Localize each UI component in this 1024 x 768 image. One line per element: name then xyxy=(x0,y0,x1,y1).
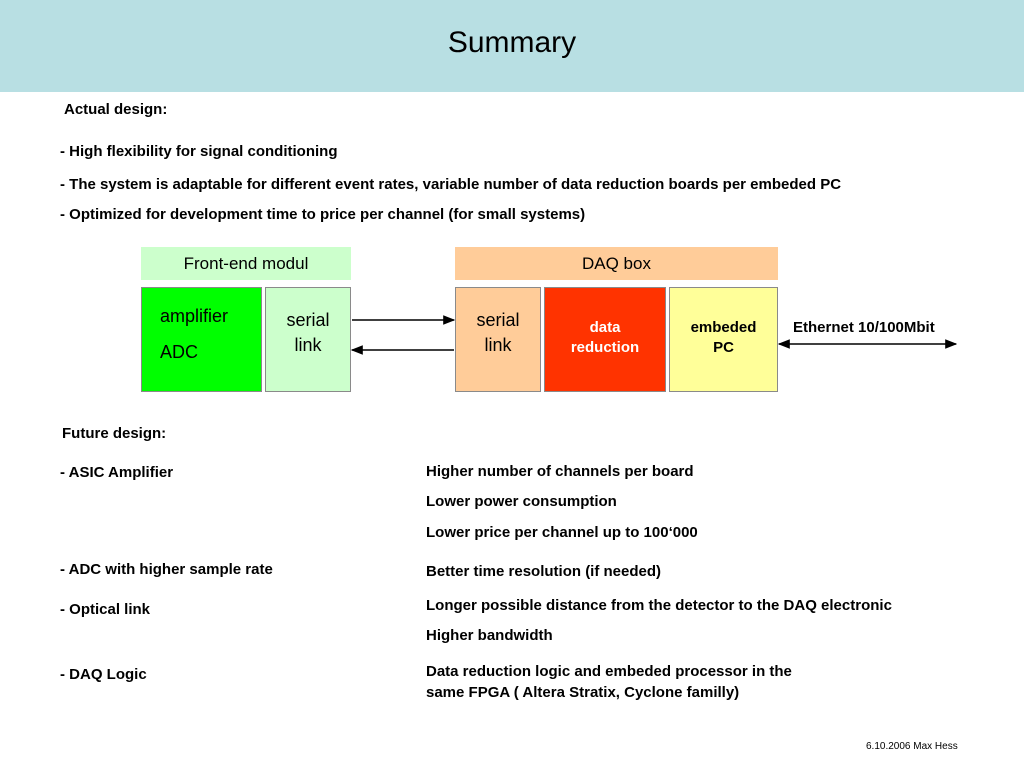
amplifier-label: amplifier xyxy=(160,306,229,326)
future-item-adc: - ADC with higher sample rate xyxy=(60,561,273,578)
title-banner: Summary xyxy=(0,0,1024,92)
future-optical-point-2: Higher bandwidth xyxy=(426,627,553,644)
adc-label: ADC xyxy=(160,342,199,362)
actual-bullet-3: - Optimized for development time to pric… xyxy=(60,206,586,223)
embeded-label: embeded xyxy=(690,319,757,336)
future-item-asic: - ASIC Amplifier xyxy=(60,464,174,481)
future-optical-point-1: Longer possible distance from the detect… xyxy=(426,597,892,614)
frontend-module-header: Front-end modul xyxy=(141,247,351,280)
link-label-daq: link xyxy=(484,335,512,355)
actual-bullet-2: - The system is adaptable for different … xyxy=(60,176,842,193)
future-design-heading: Future design: xyxy=(62,425,167,442)
footer-date-author: 6.10.2006 Max Hess xyxy=(866,741,958,752)
serial-link-frontend-box: serial link xyxy=(265,287,351,392)
daq-box-label: DAQ box xyxy=(582,254,651,273)
embeded-pc-box: embeded PC xyxy=(669,287,778,392)
future-item-optical: - Optical link xyxy=(60,601,151,618)
future-item-daq-logic: - DAQ Logic xyxy=(60,666,147,683)
serial-link-daq-box: serial link xyxy=(455,287,541,392)
future-daq-logic-point-2: same FPGA ( Altera Stratix, Cyclone fami… xyxy=(426,684,740,701)
future-asic-point-2: Lower power consumption xyxy=(426,493,617,510)
future-adc-point-1: Better time resolution (if needed) xyxy=(426,563,662,580)
actual-design-heading: Actual design: xyxy=(64,101,168,118)
future-asic-point-1: Higher number of channels per board xyxy=(426,463,694,480)
ethernet-label: Ethernet 10/100Mbit xyxy=(793,319,935,336)
reduction-label: reduction xyxy=(570,339,640,356)
future-asic-point-3: Lower price per channel up to 100‘000 xyxy=(426,524,698,541)
amplifier-adc-box: amplifier ADC xyxy=(141,287,262,392)
page-title: Summary xyxy=(447,26,577,59)
data-reduction-box: data reduction xyxy=(544,287,666,392)
link-label-frontend: link xyxy=(294,335,322,355)
pc-label: PC xyxy=(713,339,734,356)
actual-bullet-1: - High flexibility for signal conditioni… xyxy=(60,143,338,160)
serial-label-daq: serial xyxy=(476,310,520,330)
data-label: data xyxy=(589,319,621,336)
future-daq-logic-point-1: Data reduction logic and embeded process… xyxy=(426,663,792,680)
frontend-module-label: Front-end modul xyxy=(183,254,309,273)
daq-box-header: DAQ box xyxy=(455,247,778,280)
serial-label-frontend: serial xyxy=(286,310,330,330)
